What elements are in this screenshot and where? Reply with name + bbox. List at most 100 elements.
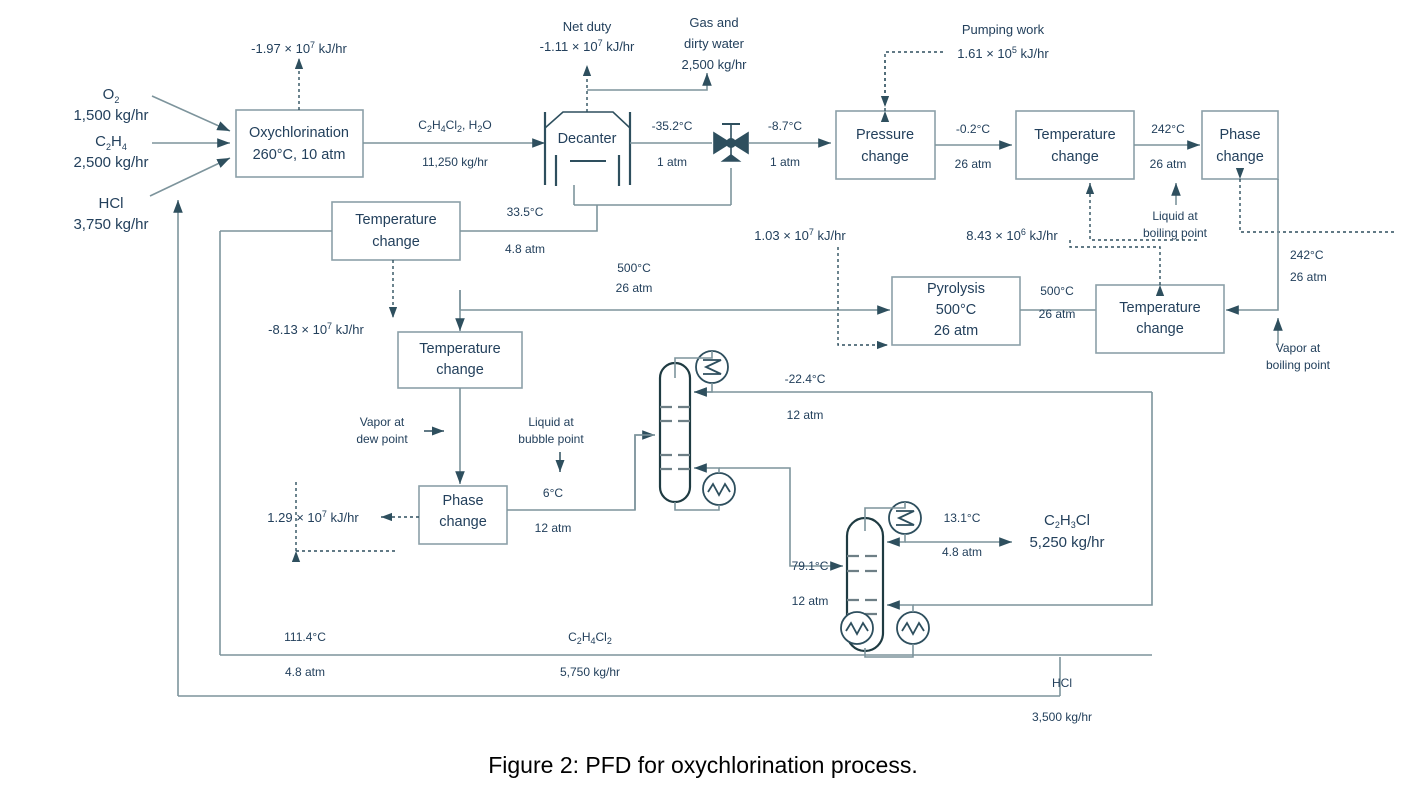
unit-label-phase-change-mid-left-line1: Phase xyxy=(442,493,483,509)
stream-label-oxy-out-species: C2H4Cl2, H2O xyxy=(418,118,491,134)
duty-label-oxychlorination: -1.97 × 107 kJ/hr xyxy=(251,40,347,56)
stream-col2-condenser-return xyxy=(887,534,906,547)
stream-label-gas-dirty-water-1: Gas and xyxy=(689,15,738,30)
unit-temperature-change-lower-right[interactable] xyxy=(1095,284,1225,354)
unit-pressure-change[interactable] xyxy=(835,110,936,180)
unit-label-temp-change-mid-left-line2: change xyxy=(436,362,484,378)
stream-col1-reboiler-return xyxy=(694,463,720,473)
unit-label-temp-change-top-right-line2: change xyxy=(1051,149,1099,165)
stream-label-pyrolysis-out-temp: 500°C xyxy=(1040,284,1074,298)
unit-phase-change-mid-left[interactable] xyxy=(418,485,508,545)
stream-label-valve-out-pressure: 1 atm xyxy=(770,155,800,169)
reboiler-heat-exchanger-icon-col2-right[interactable] xyxy=(896,611,930,645)
stream-label-pressure-out-pressure: 26 atm xyxy=(955,157,992,171)
unit-label-temp-change-lower-right-line2: change xyxy=(1136,321,1184,337)
stream-col1-bottoms-out xyxy=(719,467,843,571)
annotation-vapor-boiling-1: Vapor at xyxy=(1276,341,1321,355)
stream-label-pyrolysis-feed-temp: 500°C xyxy=(617,261,651,275)
stream-c2h4cl2-recycle xyxy=(913,392,1153,606)
distillation-column-1-icon[interactable] xyxy=(658,361,692,504)
stream-phase-change-to-column1 xyxy=(507,430,655,511)
stream-phase-change-to-temp-change-lower xyxy=(1226,179,1279,315)
stream-label-col2-overhead-temp: 13.1°C xyxy=(944,511,981,525)
unit-label-decanter: Decanter xyxy=(558,131,617,147)
duty-line-pumping-work xyxy=(880,51,945,123)
unit-decanter[interactable] xyxy=(543,111,632,186)
unit-oxychlorination[interactable] xyxy=(235,109,364,178)
unit-label-pyrolysis-line2: 500°C xyxy=(936,302,976,318)
stream-label-recycle-species: C2H4Cl2 xyxy=(568,630,612,646)
unit-label-phase-change-top-right-line1: Phase xyxy=(1219,127,1260,143)
stream-label-col1-bottoms-pressure: 12 atm xyxy=(792,594,829,608)
stream-label-recycle-pressure: 4.8 atm xyxy=(285,665,325,679)
stream-label-col1-overhead-temp: -22.4°C xyxy=(785,372,826,386)
stream-col1-left-feed xyxy=(634,434,655,510)
unit-label-phase-change-top-right-line2: change xyxy=(1216,149,1264,165)
stream-label-temp-change-out-pressure: 26 atm xyxy=(1150,157,1187,171)
reboiler-heat-exchanger-icon-col1[interactable] xyxy=(702,472,736,506)
stream-label-hcl-recycle-species: HCl xyxy=(1052,676,1072,690)
annotation-liquid-boiling-1: Liquid at xyxy=(1152,209,1198,223)
stream-label-gas-dirty-water-2: dirty water xyxy=(684,36,745,51)
feed-line-hcl xyxy=(149,157,231,197)
stream-label-hcl-recycle-rate: 3,500 kg/hr xyxy=(1032,710,1092,724)
unit-label-temp-change-upper-left-line1: Temperature xyxy=(355,212,436,228)
unit-label-temp-change-top-right-line1: Temperature xyxy=(1034,127,1115,143)
unit-phase-change-top-right[interactable] xyxy=(1201,110,1279,180)
unit-temperature-change-top-right[interactable] xyxy=(1015,110,1135,180)
stream-label-decanter-out-temp: -35.2°C xyxy=(652,119,693,133)
duty-line-pyrolysis-in xyxy=(837,247,888,350)
product-label-species: C2H3Cl xyxy=(1044,512,1090,530)
stream-label-col2-overhead-pressure: 4.8 atm xyxy=(942,545,982,559)
unit-label-temp-change-upper-left-line2: change xyxy=(372,234,420,250)
stream-label-pressure-out-temp: -0.2°C xyxy=(956,122,990,136)
stream-label-temp-change-out-temp: 242°C xyxy=(1151,122,1185,136)
unit-label-oxychlorination-line2: 260°C, 10 atm xyxy=(253,147,346,163)
stream-col2-bottoms-to-reboiler xyxy=(864,644,914,658)
stream-label-recycle-temp: 111.4°C xyxy=(284,630,326,644)
feed-label-c2h4: C2H4 xyxy=(95,133,127,152)
stream-col1-bottoms-to-reboiler xyxy=(674,502,720,511)
duty-label-phase-change-mid-left: 1.29 × 107 kJ/hr xyxy=(267,509,359,525)
stream-col2-overhead-to-condenser xyxy=(864,502,906,531)
stream-label-phase-change-out-temp: 242°C xyxy=(1290,248,1324,262)
duty-label-decanter: -1.11 × 107 kJ/hr xyxy=(540,38,635,54)
duty-label-pyrolysis-out: 8.43 × 106 kJ/hr xyxy=(966,227,1058,243)
annotation-vapor-dew-2: dew point xyxy=(356,432,408,446)
stream-label-col1-bottoms-temp: 79.1°C xyxy=(792,559,829,573)
duty-line-phase-change-top-right xyxy=(1235,167,1397,233)
duty-label-pyrolysis-in: 1.03 × 107 kJ/hr xyxy=(754,227,846,243)
annotation-liquid-bubble-2: bubble point xyxy=(518,432,584,446)
unit-temperature-change-upper-left[interactable] xyxy=(331,201,461,261)
unit-label-pressure-change-line2: change xyxy=(861,149,909,165)
reboiler-heat-exchanger-icon-col2-left[interactable] xyxy=(840,611,874,645)
unit-label-temp-change-mid-left-line1: Temperature xyxy=(419,341,500,357)
stream-label-gas-dirty-water-rate: 2,500 kg/hr xyxy=(681,57,747,72)
feed-rate-hcl: 3,750 kg/hr xyxy=(73,216,148,233)
product-label-rate: 5,250 kg/hr xyxy=(1029,534,1104,551)
unit-label-oxychlorination-line1: Oxychlorination xyxy=(249,125,349,141)
unit-label-pyrolysis-line3: 26 atm xyxy=(934,323,978,339)
annotation-liquid-bubble-1: Liquid at xyxy=(528,415,574,429)
stream-label-recycle-rate: 5,750 kg/hr xyxy=(560,665,620,679)
stream-temp-change-upper-left-out xyxy=(460,206,598,232)
duty-line-temp-change-top-right xyxy=(1085,183,1197,241)
annotation-vapor-dew-1: Vapor at xyxy=(360,415,405,429)
duty-line-pyrolysis-out xyxy=(1069,240,1165,297)
feed-line-o2 xyxy=(151,95,231,132)
stream-col2-reboiler-return xyxy=(887,600,914,612)
feed-label-hcl: HCl xyxy=(99,195,124,212)
figure-caption: Figure 2: PFD for oxychlorination proces… xyxy=(488,752,918,778)
duty-label-pumping-work: 1.61 × 105 kJ/hr xyxy=(957,45,1049,61)
duty-title-decanter: Net duty xyxy=(563,19,612,34)
stream-col1-condenser-return xyxy=(694,383,713,397)
stream-label-decanter-out-pressure: 1 atm xyxy=(657,155,687,169)
stream-label-phase-change-mid-out-pressure: 12 atm xyxy=(535,521,572,535)
unit-label-pyrolysis-line1: Pyrolysis xyxy=(927,281,985,297)
valve-icon[interactable] xyxy=(713,123,749,162)
unit-pyrolysis[interactable] xyxy=(891,276,1021,346)
unit-label-phase-change-mid-left-line2: change xyxy=(439,514,487,530)
stream-label-oxy-out-rate: 11,250 kg/hr xyxy=(422,155,488,169)
